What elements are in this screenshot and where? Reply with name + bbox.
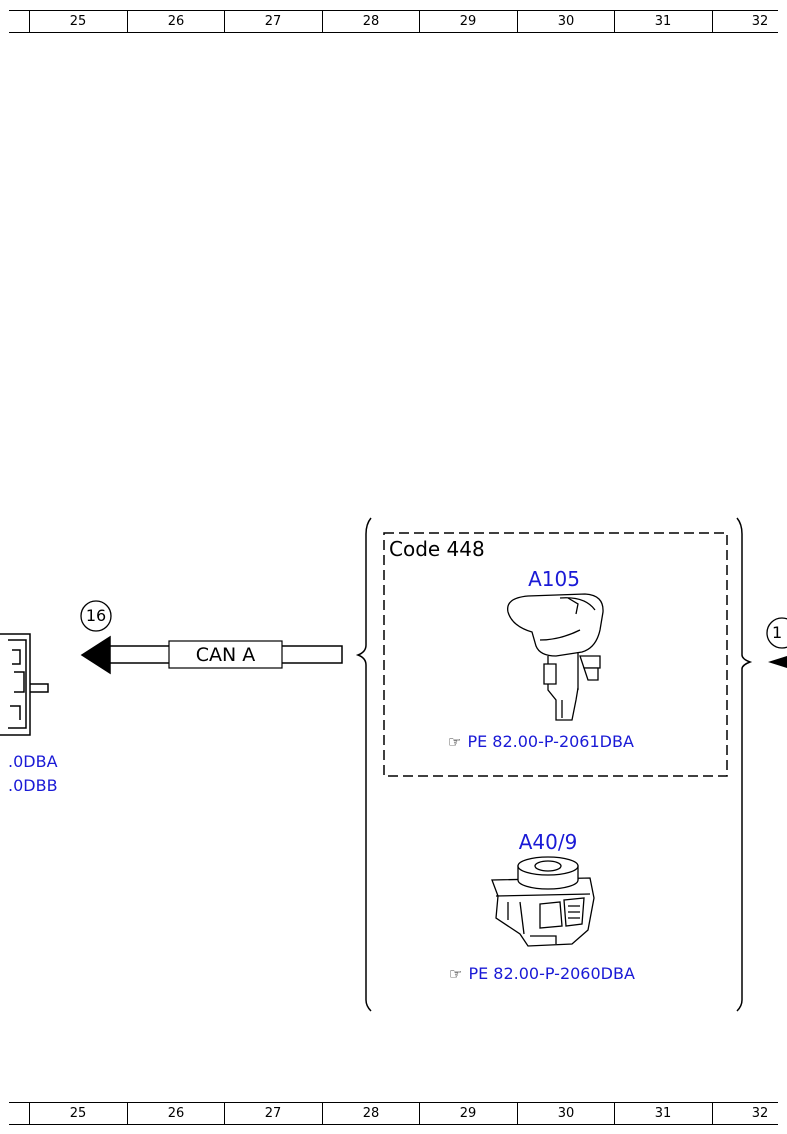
ruler-divider	[224, 11, 225, 32]
connector-number-circle	[80, 600, 112, 632]
ruler-divider	[517, 1103, 518, 1124]
ruler-number: 29	[459, 1106, 477, 1121]
component-a40-9-ref: PE 82.00-P-2060DBA	[468, 964, 635, 983]
left-ref-1[interactable]: .0DBA	[8, 752, 58, 771]
ruler-divider	[322, 11, 323, 32]
right-connector-number: 1	[772, 623, 783, 642]
ruler-number: 28	[362, 14, 380, 29]
ruler-number: 26	[167, 14, 185, 29]
can-bus-arrow	[80, 635, 343, 675]
ruler-number: 29	[459, 14, 477, 29]
control-unit-illustration	[491, 856, 595, 947]
ruler-divider	[127, 1103, 128, 1124]
ruler-divider	[419, 1103, 420, 1124]
component-a105-id: A105	[528, 567, 580, 591]
ruler-number: 25	[69, 1106, 87, 1121]
code-label: Code 448	[389, 537, 485, 561]
ruler-number: 27	[264, 1106, 282, 1121]
left-ref-2[interactable]: .0DBB	[8, 776, 58, 795]
ruler-divider	[517, 11, 518, 32]
left-curly-brace	[355, 517, 372, 1012]
ruler-number: 31	[654, 14, 672, 29]
connector-number: 16	[85, 606, 107, 625]
ruler-divider	[29, 11, 30, 32]
right-arrow-partial	[768, 656, 787, 668]
gear-selector-lever-illustration	[507, 593, 604, 721]
bottom-ruler: 25 26 27 28 29 30 31 32	[9, 1102, 778, 1125]
ruler-number: 30	[557, 14, 575, 29]
ruler-number: 32	[751, 14, 769, 29]
ruler-divider	[127, 11, 128, 32]
hand-pointer-icon: ☞	[449, 965, 463, 983]
ruler-divider	[419, 11, 420, 32]
hand-pointer-icon: ☞	[448, 733, 462, 751]
ruler-divider	[614, 1103, 615, 1124]
ruler-number: 30	[557, 1106, 575, 1121]
ruler-number: 27	[264, 14, 282, 29]
right-curly-brace	[736, 517, 753, 1012]
right-connector-circle	[766, 617, 787, 649]
ruler-number: 26	[167, 1106, 185, 1121]
ruler-number: 28	[362, 1106, 380, 1121]
ruler-number: 31	[654, 1106, 672, 1121]
ruler-divider	[29, 1103, 30, 1124]
component-a40-9-id: A40/9	[518, 830, 578, 854]
ruler-number: 25	[69, 14, 87, 29]
component-a40-9-ref-link[interactable]: ☞ PE 82.00-P-2060DBA	[449, 964, 635, 983]
component-a105-ref-link[interactable]: ☞ PE 82.00-P-2061DBA	[448, 732, 634, 751]
top-ruler: 25 26 27 28 29 30 31 32	[9, 10, 778, 33]
ruler-number: 32	[751, 1106, 769, 1121]
component-a105-ref: PE 82.00-P-2061DBA	[467, 732, 634, 751]
ruler-divider	[712, 1103, 713, 1124]
can-bus-label: CAN A	[195, 644, 256, 666]
ruler-divider	[712, 11, 713, 32]
ruler-divider	[614, 11, 615, 32]
left-component-partial	[0, 633, 49, 736]
ruler-divider	[224, 1103, 225, 1124]
code-option-box	[383, 532, 728, 777]
ruler-divider	[322, 1103, 323, 1124]
